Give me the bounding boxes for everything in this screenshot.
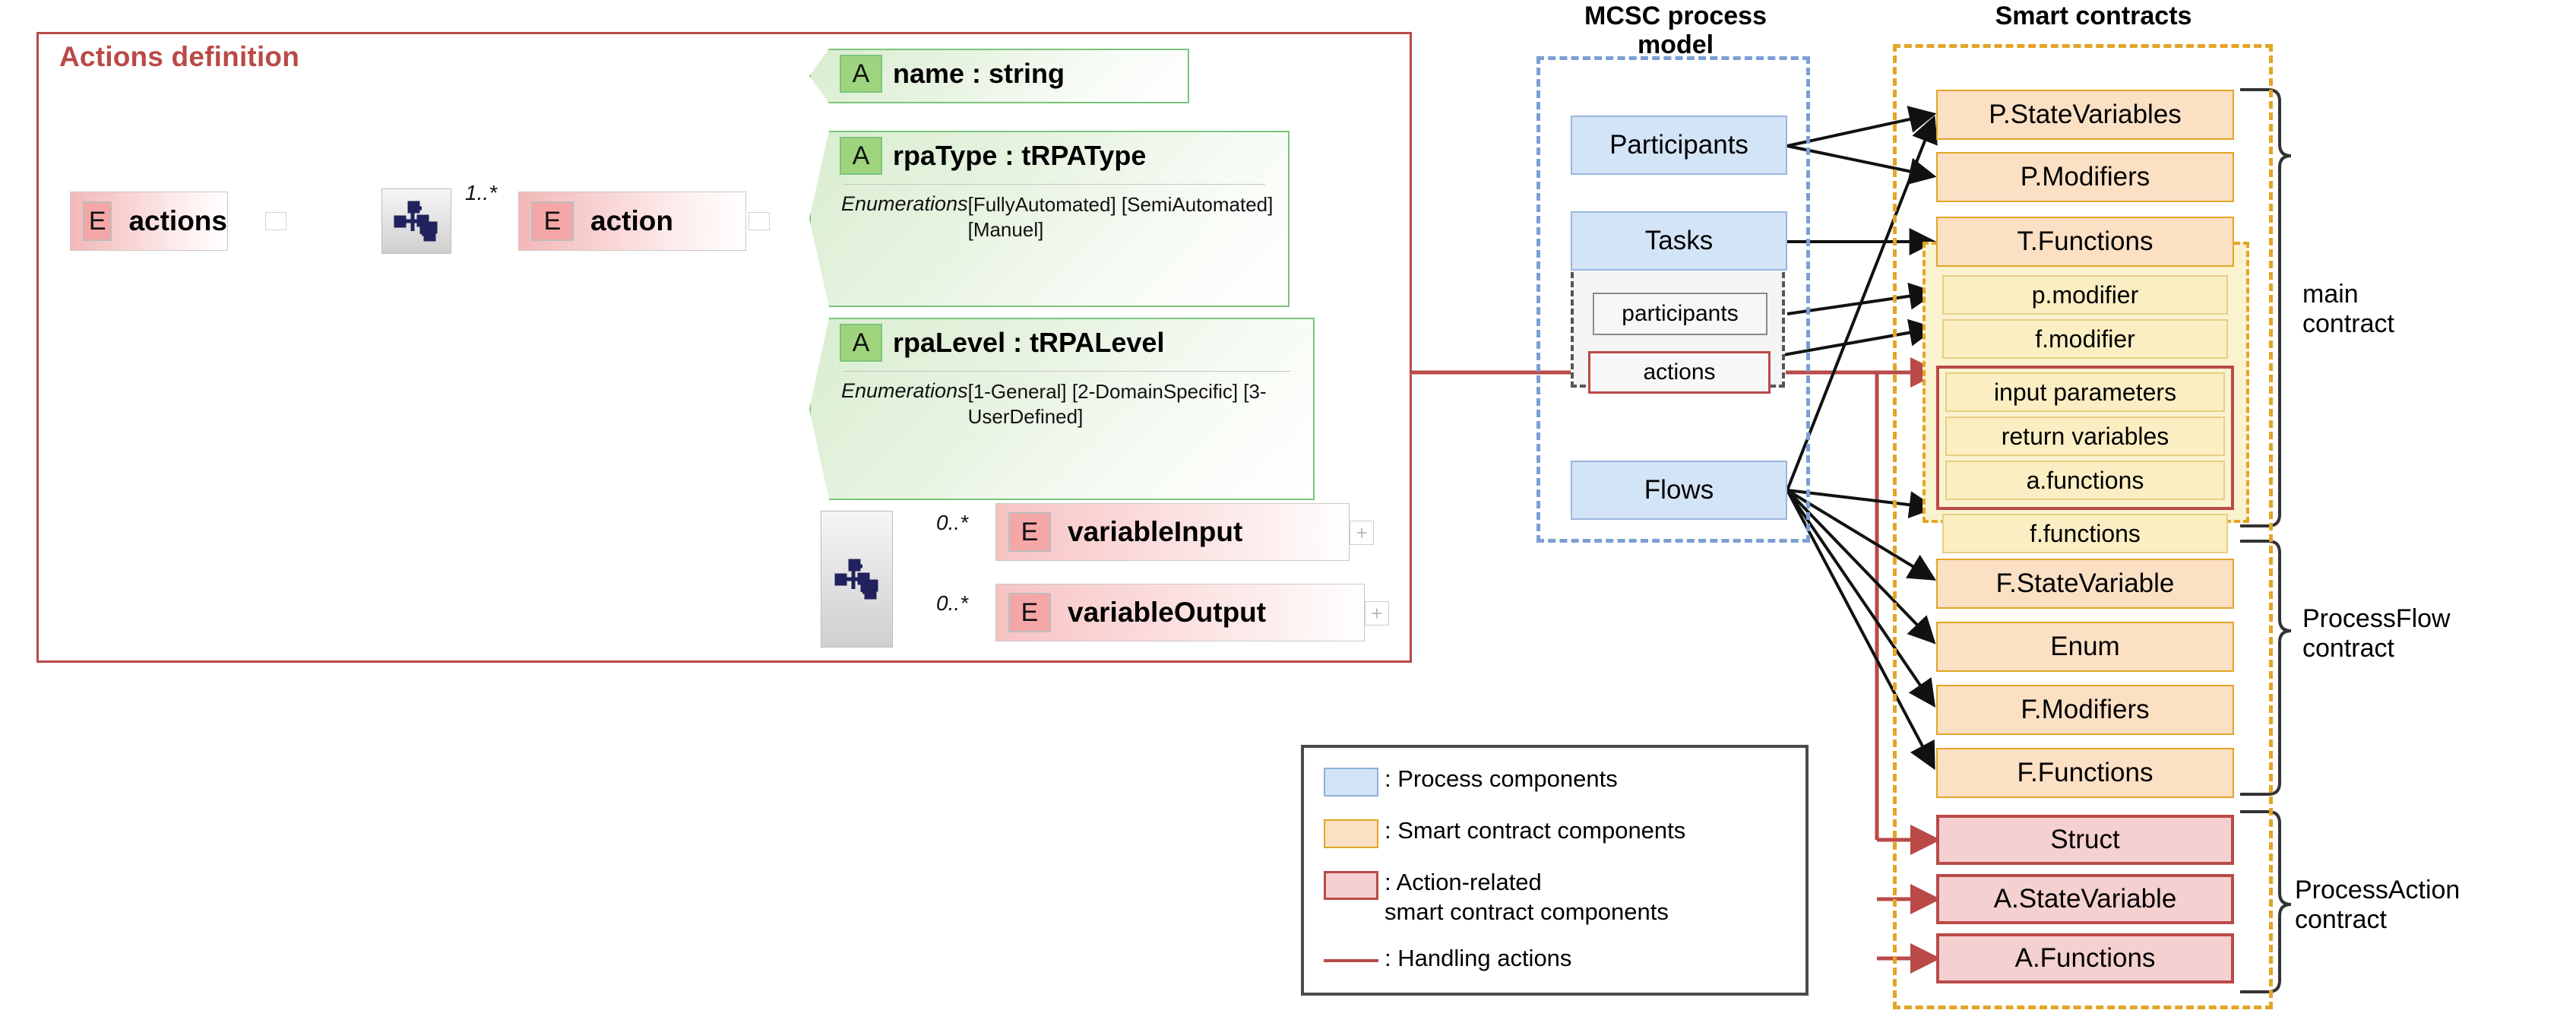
attribute-badge-a: A <box>840 137 882 175</box>
mcsc-process-model-boundary <box>1536 56 1810 543</box>
legend-swatch-handling-line-icon <box>1324 959 1378 962</box>
process-component-tasks[interactable]: Tasks <box>1571 211 1787 271</box>
attribute-rpatype[interactable]: A rpaType : tRPAType Enumerations [Fully… <box>809 131 1290 307</box>
legend-label-action-related: : Action-related smart contract componen… <box>1385 869 1669 925</box>
attribute-badge-a: A <box>840 55 882 93</box>
actions-definition-title: Actions definition <box>59 41 300 72</box>
sc-component-f-functions[interactable]: f.functions <box>1942 514 2228 553</box>
task-subcomponent-participants[interactable]: participants <box>1593 293 1767 335</box>
legend-swatch-smart-contract-icon <box>1324 819 1378 848</box>
contract-label-main: main contract <box>2302 280 2394 339</box>
legend-swatch-process-icon <box>1324 768 1378 797</box>
legend-panel: : Process components : Smart contract co… <box>1301 745 1809 996</box>
action-related-group-highlight <box>1936 366 2234 510</box>
attribute-divider <box>843 371 1290 372</box>
sc-component-return-variables[interactable]: return variables <box>1945 416 2225 456</box>
element-label: variableOutput <box>1068 597 1267 628</box>
element-label: actions <box>128 205 227 236</box>
element-label: variableInput <box>1068 516 1243 547</box>
sc-component-input-parameters[interactable]: input parameters <box>1945 372 2225 412</box>
sc-component-enum[interactable]: Enum <box>1936 622 2234 672</box>
mcsc-process-model-title: MCSC process model <box>1584 2 1767 60</box>
enumerations-row: Enumerations [FullyAutomated] [SemiAutom… <box>811 185 1288 243</box>
attribute-badge-a: A <box>840 324 882 362</box>
sequence-compositor-icon-2 <box>821 511 893 648</box>
element-connector-stub <box>748 212 770 230</box>
legend-row-action-related: : Action-related smart contract componen… <box>1324 868 1669 927</box>
legend-swatch-action-related-icon <box>1324 871 1378 900</box>
task-subcomponent-actions[interactable]: actions <box>1588 351 1771 394</box>
multiplicity-variable-output: 0..* <box>936 591 969 615</box>
sc-component-p-modifier[interactable]: p.modifier <box>1942 275 2228 315</box>
element-connector-stub <box>265 212 286 230</box>
attribute-name[interactable]: A name : string <box>809 49 1189 103</box>
sequence-glyph <box>834 559 878 600</box>
smart-contracts-title: Smart contracts <box>1995 2 2192 30</box>
enumerations-values: [FullyAutomated] [SemiAutomated] [Manuel… <box>967 193 1274 242</box>
attribute-label: name : string <box>893 58 1065 89</box>
process-component-participants[interactable]: Participants <box>1571 116 1787 175</box>
sc-component-p-modifiers[interactable]: P.Modifiers <box>1936 152 2234 202</box>
element-variable-input[interactable]: E variableInput <box>995 503 1350 561</box>
sc-component-f-modifier[interactable]: f.modifier <box>1942 319 2228 359</box>
legend-row-process: : Process components <box>1324 765 1618 797</box>
enumerations-label: Enumerations <box>841 379 968 402</box>
sc-component-f-modifiers[interactable]: F.Modifiers <box>1936 685 2234 735</box>
legend-label-process: : Process components <box>1385 765 1618 792</box>
sequence-compositor-icon-1 <box>381 188 451 254</box>
smart-contracts-boundary <box>1893 44 2273 1009</box>
legend-label-handling-actions: : Handling actions <box>1385 945 1572 971</box>
element-badge-e: E <box>83 201 112 241</box>
expander-plus-icon[interactable]: + <box>1365 601 1389 626</box>
element-label: action <box>590 205 673 236</box>
element-actions[interactable]: E actions <box>70 192 228 251</box>
element-badge-e: E <box>1008 512 1051 552</box>
sc-component-a-functions[interactable]: a.functions <box>1945 461 2225 500</box>
element-badge-e: E <box>531 201 574 241</box>
process-component-flows[interactable]: Flows <box>1571 461 1787 520</box>
element-badge-e: E <box>1008 593 1051 632</box>
attribute-divider <box>843 184 1265 185</box>
sc-component-a-statevariable[interactable]: A.StateVariable <box>1936 874 2234 924</box>
contract-label-processflow: ProcessFlow contract <box>2302 604 2451 664</box>
sc-component-t-functions[interactable]: T.Functions <box>1936 217 2234 267</box>
attribute-label: rpaLevel : tRPALevel <box>893 327 1165 358</box>
sc-component-p-statevariables[interactable]: P.StateVariables <box>1936 90 2234 140</box>
sc-component-f-statevariable[interactable]: F.StateVariable <box>1936 559 2234 609</box>
enumerations-values: [1-General] [2-DomainSpecific] [3-UserDe… <box>967 380 1267 429</box>
legend-label-smart-contract: : Smart contract components <box>1385 817 1686 844</box>
multiplicity-action: 1..* <box>465 181 498 204</box>
expander-plus-icon[interactable]: + <box>1350 521 1374 545</box>
sc-component-struct[interactable]: Struct <box>1936 815 2234 865</box>
attribute-rpalevel[interactable]: A rpaLevel : tRPALevel Enumerations [1-G… <box>809 318 1315 500</box>
sc-component-f-functions-contract[interactable]: F.Functions <box>1936 748 2234 798</box>
attribute-label: rpaType : tRPAType <box>893 140 1147 171</box>
sc-component-a-functions-contract[interactable]: A.Functions <box>1936 933 2234 983</box>
element-variable-output[interactable]: E variableOutput <box>995 584 1365 641</box>
legend-row-handling-actions: : Handling actions <box>1324 944 1571 974</box>
legend-row-smart-contract: : Smart contract components <box>1324 816 1685 848</box>
element-action[interactable]: E action <box>518 192 746 251</box>
enumerations-label: Enumerations <box>841 192 968 215</box>
sequence-glyph <box>394 201 438 242</box>
multiplicity-variable-input: 0..* <box>936 511 969 534</box>
enumerations-row: Enumerations [1-General] [2-DomainSpecif… <box>811 372 1313 430</box>
contract-label-processaction: ProcessAction contract <box>2295 876 2460 935</box>
